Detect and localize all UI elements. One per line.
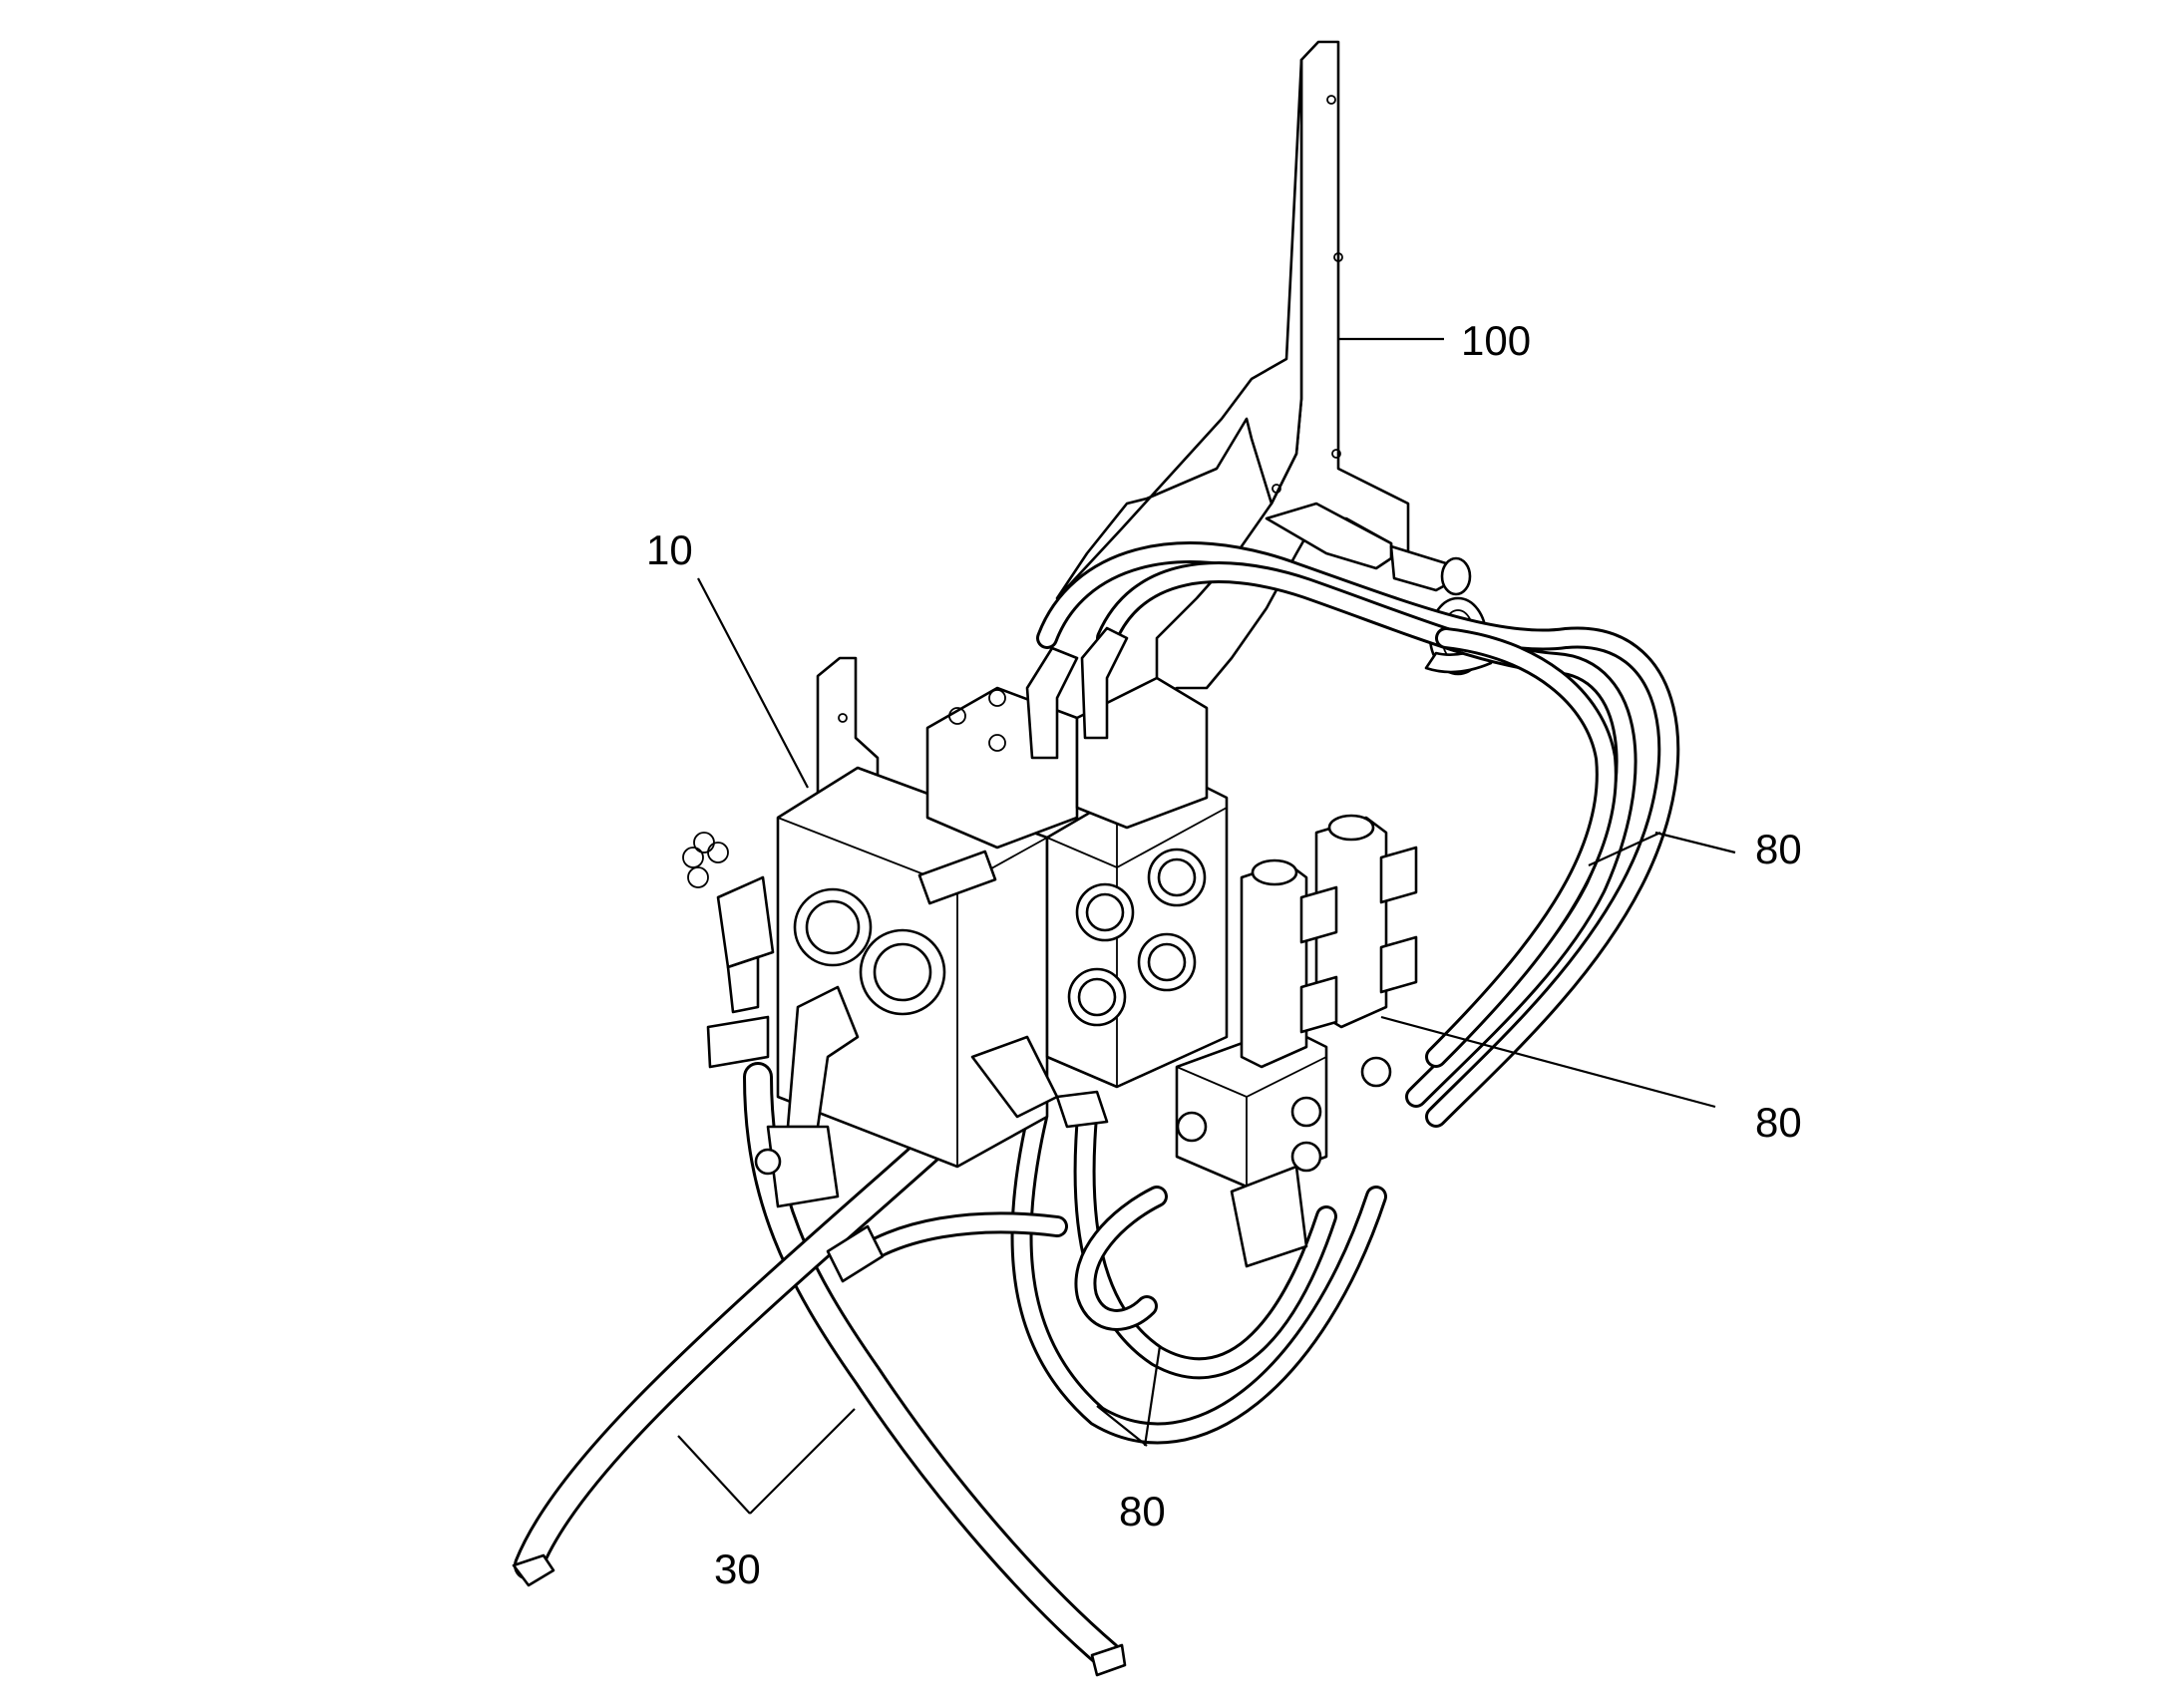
hose-bundle-bottom [1010,1106,1387,1445]
ref-label-bracket: 100 [1461,317,1531,364]
ref-label-hoses-right: 80 [1755,826,1802,872]
valve-block [682,736,1109,1208]
reference-numerals: 100 10 80 80 80 30 [646,317,1802,1592]
solenoid-valve-group [1175,814,1418,1268]
ref-label-valve-block: 10 [646,526,693,573]
valve-stack [925,626,1229,1089]
leader-30-a [677,1435,751,1515]
leader-80-right-b [1654,831,1736,854]
ref-label-main-hoses: 30 [714,1545,761,1592]
leader-80-bottom-b [1143,1345,1162,1447]
leader-30-b [749,1408,856,1515]
leader-80-solenoid [1380,1015,1716,1109]
leader-10 [697,577,809,789]
hose-bundle-right [1036,541,1680,1128]
ref-label-hoses-bottom: 80 [1119,1488,1166,1535]
leader-80-bottom-a [1096,1405,1148,1447]
leader-80-right-a [1588,832,1661,866]
leader-lines [677,337,1736,1515]
main-hose-pair [512,1062,1127,1677]
ref-label-hoses-solenoid: 80 [1755,1099,1802,1146]
